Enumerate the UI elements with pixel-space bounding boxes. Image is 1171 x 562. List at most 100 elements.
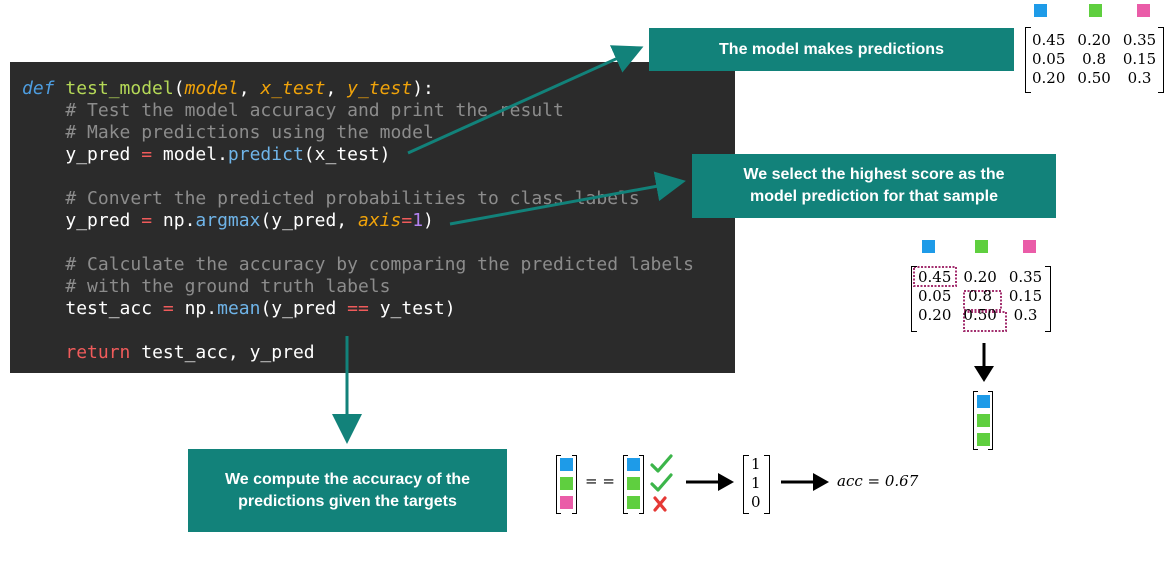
code-kwarg: axis bbox=[358, 210, 402, 231]
matrix-cell: 0.8 bbox=[968, 287, 993, 305]
matrix-cell: 0.3 bbox=[1127, 69, 1152, 87]
code-text: test_acc, y_pred bbox=[130, 342, 315, 363]
class-square-icon bbox=[977, 395, 990, 408]
matrix-cell: 0.05 bbox=[1032, 50, 1066, 68]
class-square-icon bbox=[975, 240, 988, 253]
code-return-keyword: return bbox=[65, 342, 131, 363]
highlight-box bbox=[913, 266, 957, 287]
vector-bracket-right bbox=[988, 391, 993, 450]
code-text: np. bbox=[152, 210, 196, 231]
matrix-cell: 0.50 bbox=[963, 306, 997, 324]
vector-bracket-left bbox=[973, 391, 978, 450]
code-text: y_pred bbox=[65, 144, 142, 165]
argmax-matrix: 0.45 0.20 0.35 0.05 0.8 0.15 0.20 0.50 0.3 bbox=[912, 268, 1048, 325]
matrix-bracket-right bbox=[1158, 27, 1164, 93]
callout-accuracy-line1: We compute the accuracy of the bbox=[224, 470, 471, 488]
matrix-cell: 0.15 bbox=[1008, 287, 1043, 305]
class-square-icon bbox=[1089, 4, 1102, 17]
prediction-matrix: 0.45 0.20 0.35 0.05 0.8 0.15 0.20 0.50 0.3 bbox=[1026, 31, 1162, 88]
code-comment: # Convert the predicted probabilities to… bbox=[65, 188, 640, 209]
code-text: , bbox=[238, 78, 261, 99]
code-comment: # Calculate the accuracy by comparing th… bbox=[65, 254, 694, 275]
callout-select-line2: model prediction for that sample bbox=[749, 188, 999, 205]
class-square-icon bbox=[560, 458, 573, 471]
code-operator: = bbox=[141, 210, 153, 231]
matrix-bracket-right bbox=[1045, 266, 1051, 332]
matrix-cell: 0.20 bbox=[918, 306, 952, 324]
callout-select-highest: We select the highest score as the model… bbox=[692, 154, 1056, 218]
cross-icon bbox=[653, 496, 667, 512]
class-square-icon bbox=[922, 240, 935, 253]
matrix-cell: 0.15 bbox=[1122, 50, 1157, 68]
vector-bracket-left bbox=[556, 455, 561, 514]
matrix-bracket-left bbox=[1025, 27, 1031, 93]
class-square-icon bbox=[977, 414, 990, 427]
code-text: test_acc bbox=[65, 298, 163, 319]
matrix-cell: 0.50 bbox=[1077, 69, 1111, 87]
vector-bracket-right bbox=[639, 455, 644, 514]
code-call: predict bbox=[227, 144, 304, 165]
class-square-icon bbox=[977, 433, 990, 446]
code-call: mean bbox=[217, 298, 261, 319]
class-square-icon bbox=[1137, 4, 1150, 17]
matrix-cell: 0.20 bbox=[963, 268, 997, 286]
class-square-icon bbox=[1023, 240, 1036, 253]
code-text: y_pred bbox=[65, 210, 142, 231]
code-text: (y_pred, bbox=[260, 210, 358, 231]
correct-vector-value: 1 bbox=[751, 474, 761, 492]
class-square-icon bbox=[627, 477, 640, 490]
code-call: argmax bbox=[195, 210, 261, 231]
matrix-cell: 0.8 bbox=[1082, 50, 1107, 68]
code-param: y_test bbox=[347, 78, 413, 99]
matrix-bracket-left bbox=[911, 266, 917, 332]
code-block: def test_model(model, x_test, y_test): #… bbox=[22, 78, 694, 364]
code-text: (x_test) bbox=[303, 144, 391, 165]
correct-vector-value: 0 bbox=[751, 493, 761, 511]
code-function-name: test_model bbox=[65, 78, 174, 99]
code-operator: = bbox=[401, 210, 413, 231]
matrix-cell: 0.05 bbox=[918, 287, 952, 305]
equality-sign: = = bbox=[585, 472, 615, 490]
code-text: (y_pred bbox=[260, 298, 348, 319]
code-panel bbox=[10, 62, 735, 373]
arrow-icon bbox=[407, 45, 644, 155]
matrix-cell: 0.20 bbox=[1032, 69, 1066, 87]
matrix-cell: 0.45 bbox=[918, 268, 952, 286]
code-text: ( bbox=[173, 78, 185, 99]
highlight-box bbox=[963, 290, 1002, 311]
highlight-box bbox=[963, 311, 1007, 332]
accuracy-result: acc = 0.67 bbox=[837, 472, 919, 490]
code-comment: # Make predictions using the model bbox=[65, 122, 434, 143]
code-text: ) bbox=[423, 210, 434, 231]
checkmark-icon bbox=[650, 454, 673, 473]
callout-select-line1: We select the highest score as the bbox=[743, 166, 1005, 183]
vector-bracket-right bbox=[764, 455, 770, 514]
code-text: ): bbox=[412, 78, 434, 99]
matrix-cell: 0.35 bbox=[1122, 31, 1157, 49]
code-def-keyword: def bbox=[22, 78, 66, 99]
class-square-icon bbox=[627, 496, 640, 509]
class-square-icon bbox=[1034, 4, 1047, 17]
code-text: y_test) bbox=[368, 298, 456, 319]
matrix-cell: 0.20 bbox=[1077, 31, 1111, 49]
matrix-cell: 0.3 bbox=[1013, 306, 1038, 324]
matrix-cell: 0.35 bbox=[1008, 268, 1043, 286]
code-comment: # Test the model accuracy and print the … bbox=[65, 100, 564, 121]
arrow-icon bbox=[974, 366, 994, 382]
callout-predictions-text: The model makes predictions bbox=[719, 40, 944, 58]
matrix-cell: 0.45 bbox=[1032, 31, 1066, 49]
correct-vector-value: 1 bbox=[751, 455, 761, 473]
code-param: x_test bbox=[260, 78, 326, 99]
arrow-icon bbox=[449, 171, 686, 226]
code-operator: == bbox=[347, 298, 369, 319]
code-text: model. bbox=[152, 144, 228, 165]
arrow-icon bbox=[718, 473, 734, 491]
checkmark-icon bbox=[650, 473, 673, 492]
vector-bracket-left bbox=[623, 455, 628, 514]
code-param: model bbox=[184, 78, 239, 99]
callout-accuracy: We compute the accuracy of the predictio… bbox=[188, 449, 507, 532]
vector-bracket-left bbox=[743, 455, 749, 514]
callout-accuracy-line2: predictions given the targets bbox=[238, 492, 457, 510]
code-text: np. bbox=[173, 298, 218, 319]
